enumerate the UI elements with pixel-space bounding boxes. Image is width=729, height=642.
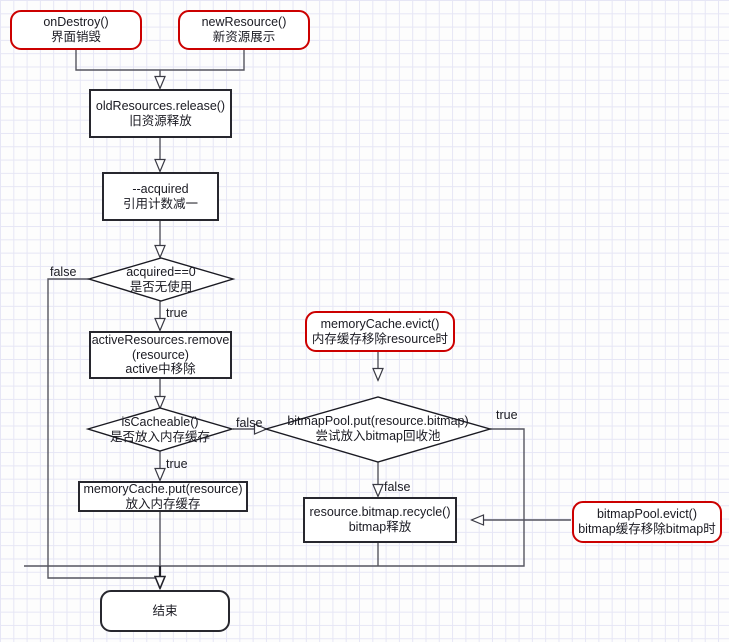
node-ondestroy-line-2: 界面销毁 bbox=[50, 30, 101, 44]
node-end-line-1: 结束 bbox=[152, 603, 178, 618]
node-memorycache-put-line-1: memoryCache.put(resource) bbox=[83, 481, 243, 496]
node-newresource-line-2: 新资源展示 bbox=[212, 30, 276, 44]
edge-acquiredzero-false-to-end bbox=[47, 278, 160, 579]
node-dec-acquired[interactable]: --acquired 引用计数减一 bbox=[102, 172, 219, 221]
node-ondestroy-line-1: onDestroy() bbox=[43, 15, 109, 30]
node-acquired-zero-line-2: 是否无使用 bbox=[129, 279, 193, 294]
node-acquired-zero-line-1: acquired==0 bbox=[126, 264, 196, 279]
node-bitmap-recycle-line-2: bitmap释放 bbox=[348, 520, 412, 534]
edge-label-cacheable-true: true bbox=[166, 457, 188, 471]
node-is-cacheable[interactable]: isCacheable() 是否放入内存缓存 bbox=[88, 410, 232, 450]
node-dec-acquired-line-1: --acquired bbox=[132, 181, 189, 196]
node-end[interactable]: 结束 bbox=[100, 590, 230, 632]
edge-bitmappoolput-true-to-end bbox=[160, 428, 525, 567]
node-is-cacheable-line-1: isCacheable() bbox=[121, 415, 199, 430]
node-activeresources-remove-line-3: active中移除 bbox=[125, 362, 196, 377]
node-bitmappool-evict-line-2: bitmap缓存移除bitmap时 bbox=[578, 522, 716, 536]
node-newresource-line-1: newResource() bbox=[201, 15, 287, 30]
node-bitmap-recycle-line-1: resource.bitmap.recycle() bbox=[309, 505, 451, 520]
node-memorycache-put-line-2: 放入内存缓存 bbox=[125, 496, 201, 511]
edge-label-acquired-true: true bbox=[166, 306, 188, 320]
node-newresource[interactable]: newResource() 新资源展示 bbox=[178, 10, 310, 50]
node-activeresources-remove-line-2: (resource) bbox=[132, 347, 189, 362]
node-bitmappool-put-line-1: bitmapPool.put(resource.bitmap) bbox=[287, 414, 469, 429]
node-bitmappool-evict[interactable]: bitmapPool.evict() bitmap缓存移除bitmap时 bbox=[572, 501, 722, 543]
node-bitmappool-evict-line-1: bitmapPool.evict() bbox=[596, 507, 698, 522]
node-memorycache-evict-line-1: memoryCache.evict() bbox=[320, 316, 440, 331]
node-dec-acquired-line-2: 引用计数减一 bbox=[122, 196, 198, 211]
node-bitmappool-put[interactable]: bitmapPool.put(resource.bitmap) 尝试放入bitm… bbox=[266, 409, 490, 449]
edge-label-bitmappool-true: true bbox=[496, 408, 518, 422]
node-is-cacheable-line-2: 是否放入内存缓存 bbox=[109, 430, 210, 444]
node-memorycache-evict-line-2: 内存缓存移除resource时 bbox=[311, 331, 449, 346]
node-oldresources-release-line-2: 旧资源释放 bbox=[129, 113, 192, 128]
node-ondestroy[interactable]: onDestroy() 界面销毁 bbox=[10, 10, 142, 50]
shape-decision-acquiredzero bbox=[86, 257, 236, 302]
edge-label-bitmappool-false: false bbox=[384, 480, 411, 494]
edge-label-acquired-false: false bbox=[50, 265, 77, 279]
edge-label-cacheable-false: false bbox=[236, 416, 263, 430]
node-activeresources-remove-line-1: activeResources.remove bbox=[91, 332, 230, 347]
node-oldresources-release[interactable]: oldResources.release() 旧资源释放 bbox=[89, 89, 232, 138]
node-oldresources-release-line-1: oldResources.release() bbox=[95, 98, 226, 113]
edge-ondestroy-to-release bbox=[75, 50, 160, 71]
node-activeresources-remove[interactable]: activeResources.remove (resource) active… bbox=[89, 331, 232, 379]
shape-decision-bitmappoolput bbox=[263, 396, 493, 463]
node-bitmappool-put-line-2: 尝试放入bitmap回收池 bbox=[315, 429, 441, 443]
node-memorycache-put[interactable]: memoryCache.put(resource) 放入内存缓存 bbox=[78, 481, 248, 512]
node-bitmap-recycle[interactable]: resource.bitmap.recycle() bitmap释放 bbox=[303, 497, 457, 543]
shape-decision-iscacheable bbox=[85, 407, 235, 452]
edge-newresource-to-release bbox=[160, 50, 245, 71]
node-memorycache-evict[interactable]: memoryCache.evict() 内存缓存移除resource时 bbox=[305, 311, 455, 352]
node-acquired-zero[interactable]: acquired==0 是否无使用 bbox=[97, 258, 225, 301]
